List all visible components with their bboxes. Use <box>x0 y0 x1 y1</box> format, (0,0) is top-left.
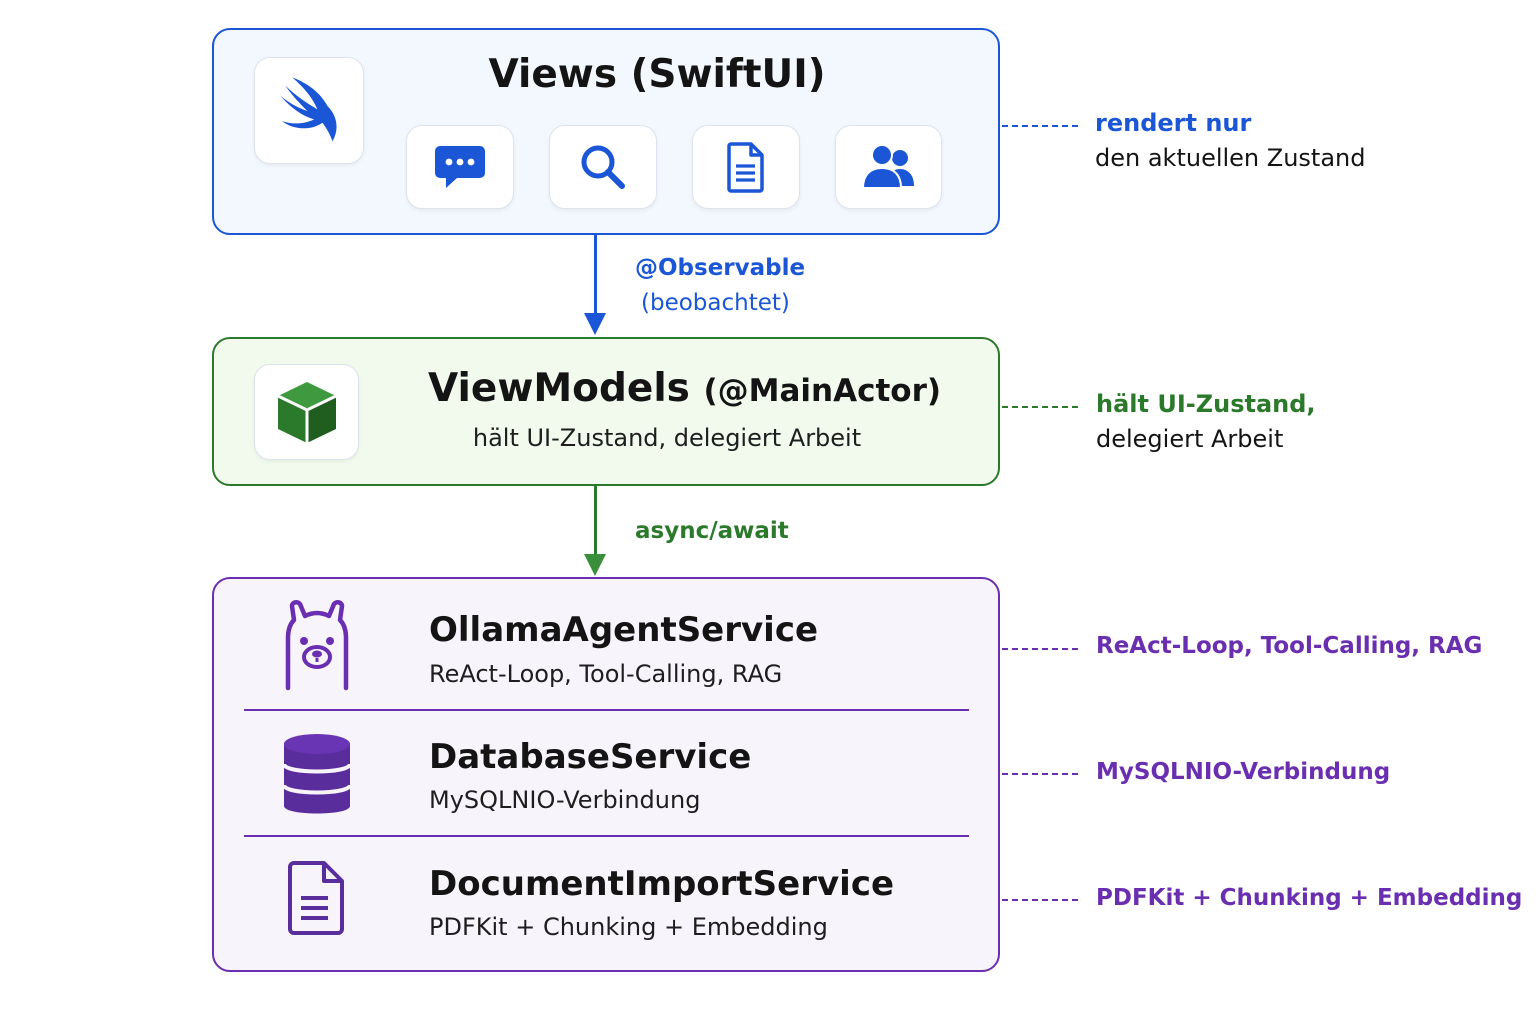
services-divider-2 <box>244 835 969 837</box>
viewmodels-layer-title: ViewModels (@MainActor) <box>428 366 941 411</box>
async-arrow-head <box>584 554 606 576</box>
views-side-note: rendert nur den aktuellen Zustand <box>1095 106 1366 176</box>
observable-edge-sublabel: (beobachtet) <box>641 290 790 316</box>
users-icon <box>861 144 914 189</box>
ollama-side-note: ReAct-Loop, Tool-Calling, RAG <box>1096 633 1483 659</box>
swift-logo-icon <box>280 76 337 141</box>
viewmodels-note-line2: delegiert Arbeit <box>1096 425 1284 453</box>
document-import-note-connector <box>1002 899 1078 901</box>
views-tile-users <box>835 125 942 209</box>
viewmodels-side-note: hält UI-Zustand, delegiert Arbeit <box>1096 387 1316 457</box>
views-tile-chat <box>406 125 514 209</box>
file-text-icon <box>288 861 344 935</box>
viewmodels-description: hält UI-Zustand, delegiert Arbeit <box>472 424 862 452</box>
cube-tile <box>254 364 359 460</box>
document-import-service-description: PDFKit + Chunking + Embedding <box>429 913 828 941</box>
observable-arrow-line <box>594 235 597 315</box>
database-note-connector <box>1002 773 1078 775</box>
swift-logo-tile <box>254 57 364 164</box>
viewmodels-layer-box <box>212 337 1000 486</box>
ollama-service-description: ReAct-Loop, Tool-Calling, RAG <box>429 660 783 688</box>
views-tile-document <box>692 125 800 209</box>
views-note-line2: den aktuellen Zustand <box>1095 144 1366 172</box>
database-service-description: MySQLNIO-Verbindung <box>429 786 701 814</box>
document-import-service-name: DocumentImportService <box>429 864 895 904</box>
ollama-service-name: OllamaAgentService <box>429 610 819 650</box>
database-side-note: MySQLNIO-Verbindung <box>1096 759 1391 785</box>
document-import-side-note: PDFKit + Chunking + Embedding <box>1096 885 1523 911</box>
database-icon <box>282 734 352 814</box>
views-layer-title: Views (SwiftUI) <box>488 52 826 97</box>
database-service-name: DatabaseService <box>429 737 752 777</box>
views-note-line1: rendert nur <box>1095 109 1252 137</box>
viewmodels-title-main: ViewModels <box>428 366 690 411</box>
search-icon <box>581 145 625 189</box>
async-edge-label: async/await <box>635 518 789 544</box>
ollama-note-connector <box>1002 648 1078 650</box>
async-arrow-line <box>594 486 597 555</box>
llama-icon <box>285 600 349 691</box>
views-tile-search <box>549 125 657 209</box>
viewmodels-title-suffix: (@MainActor) <box>703 373 942 409</box>
viewmodels-note-line1: hält UI-Zustand, <box>1096 390 1316 418</box>
views-note-connector <box>1002 125 1078 127</box>
chat-bubble-icon <box>435 146 485 188</box>
document-icon <box>727 142 764 193</box>
services-divider-1 <box>244 709 969 711</box>
observable-arrow-head <box>584 313 606 335</box>
cube-icon <box>276 382 337 443</box>
viewmodels-note-connector <box>1002 406 1078 408</box>
observable-edge-label: @Observable <box>635 255 806 281</box>
